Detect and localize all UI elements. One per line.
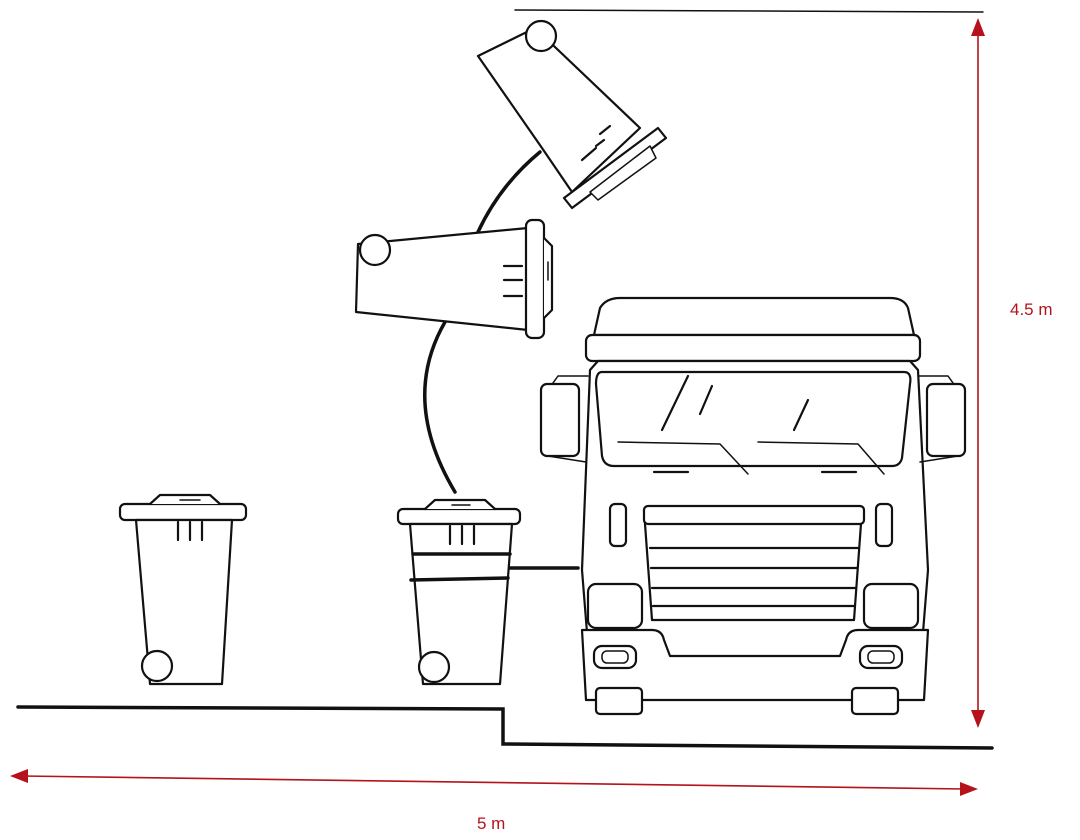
truck-front-icon [539, 296, 967, 716]
ground-kerb-line [16, 705, 994, 750]
height-dimension-label: 4.5 m [1010, 300, 1053, 319]
wheelie-bin-icon [396, 498, 522, 686]
wheelie-bin-icon [476, 19, 668, 210]
width-dimension-label: 5 m [477, 814, 506, 833]
height-dimension-arrow-icon [971, 18, 985, 728]
wheelie-bin-icon [118, 493, 248, 686]
lift-arc-upper [476, 150, 542, 234]
wheelie-bin-icon [354, 218, 554, 340]
lift-arc-lower [423, 320, 457, 494]
height-limit-line [514, 9, 984, 13]
width-dimension-arrow-icon [10, 769, 978, 796]
